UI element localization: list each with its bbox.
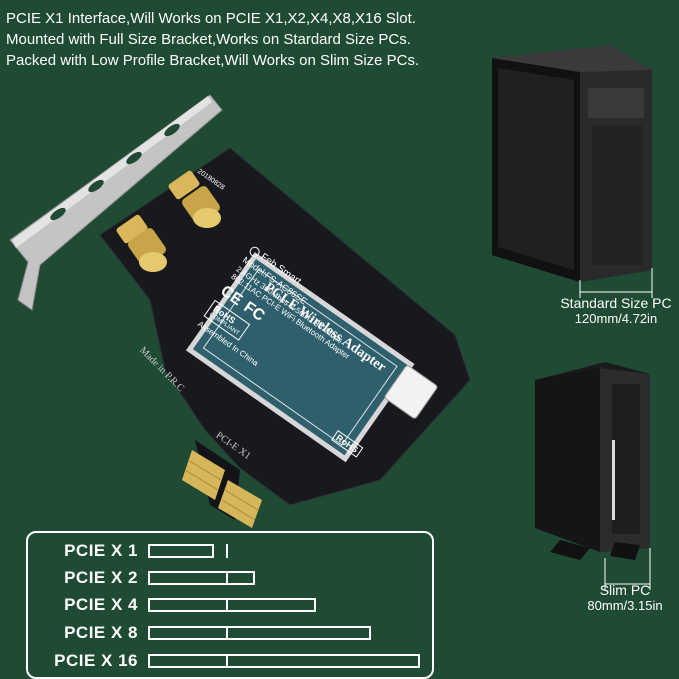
slot-bar bbox=[148, 654, 420, 668]
headline-line-2: Mounted with Full Size Bracket,Works on … bbox=[6, 31, 411, 48]
slim-pc-title: Slim PC bbox=[599, 582, 651, 598]
slot-label: PCIE X 1 bbox=[64, 541, 138, 560]
header-connector bbox=[384, 365, 438, 419]
slot-bar bbox=[148, 626, 371, 640]
slot-row: PCIE X 1 bbox=[28, 539, 228, 563]
slot-row: PCIE X 4 bbox=[28, 593, 316, 617]
headline-line-1: PCIE X1 Interface,Will Works on PCIE X1,… bbox=[6, 10, 416, 27]
slot-bar bbox=[148, 544, 228, 558]
standard-pc-tower bbox=[492, 45, 653, 298]
slot-label: PCIE X 2 bbox=[64, 568, 138, 587]
slim-pc-tower bbox=[535, 362, 651, 590]
slot-row: PCIE X 8 bbox=[28, 621, 371, 645]
slim-pc-size: 80mm/3.15in bbox=[587, 598, 663, 613]
standard-pc-title: Standard Size PC bbox=[560, 295, 672, 311]
slot-key-notch bbox=[226, 571, 228, 585]
slot-bar bbox=[148, 598, 316, 612]
wireless-module bbox=[185, 252, 415, 463]
slot-row: PCIE X 16 bbox=[28, 649, 420, 673]
antenna-connector-right bbox=[168, 170, 221, 228]
antenna-connector-left bbox=[116, 214, 167, 272]
slot-key-notch bbox=[226, 626, 228, 640]
slot-row: PCIE X 2 bbox=[28, 566, 255, 590]
slot-comparison-panel: PCIE X 1 PCIE X 2 PCIE X 4 PCIE X 8 PCIE… bbox=[26, 531, 434, 679]
metal-bracket bbox=[9, 94, 223, 311]
slot-bar bbox=[148, 571, 255, 585]
gold-connector bbox=[182, 450, 262, 528]
headline: PCIE X1 Interface,Will Works on PCIE X1,… bbox=[6, 8, 476, 71]
slot-label: PCIE X 16 bbox=[54, 651, 138, 670]
slot-key-notch bbox=[226, 654, 228, 668]
slim-pc-caption: Slim PC 80mm/3.15in bbox=[580, 582, 670, 614]
standard-pc-size: 120mm/4.72in bbox=[574, 311, 658, 326]
slot-key-notch bbox=[226, 598, 228, 612]
slot-label: PCIE X 8 bbox=[64, 623, 138, 642]
slot-label: PCIE X 4 bbox=[64, 595, 138, 614]
headline-line-3: Packed with Low Profile Bracket,Will Wor… bbox=[6, 52, 420, 69]
slot-key-notch bbox=[226, 544, 228, 558]
standard-pc-caption: Standard Size PC 120mm/4.72in bbox=[556, 295, 676, 327]
